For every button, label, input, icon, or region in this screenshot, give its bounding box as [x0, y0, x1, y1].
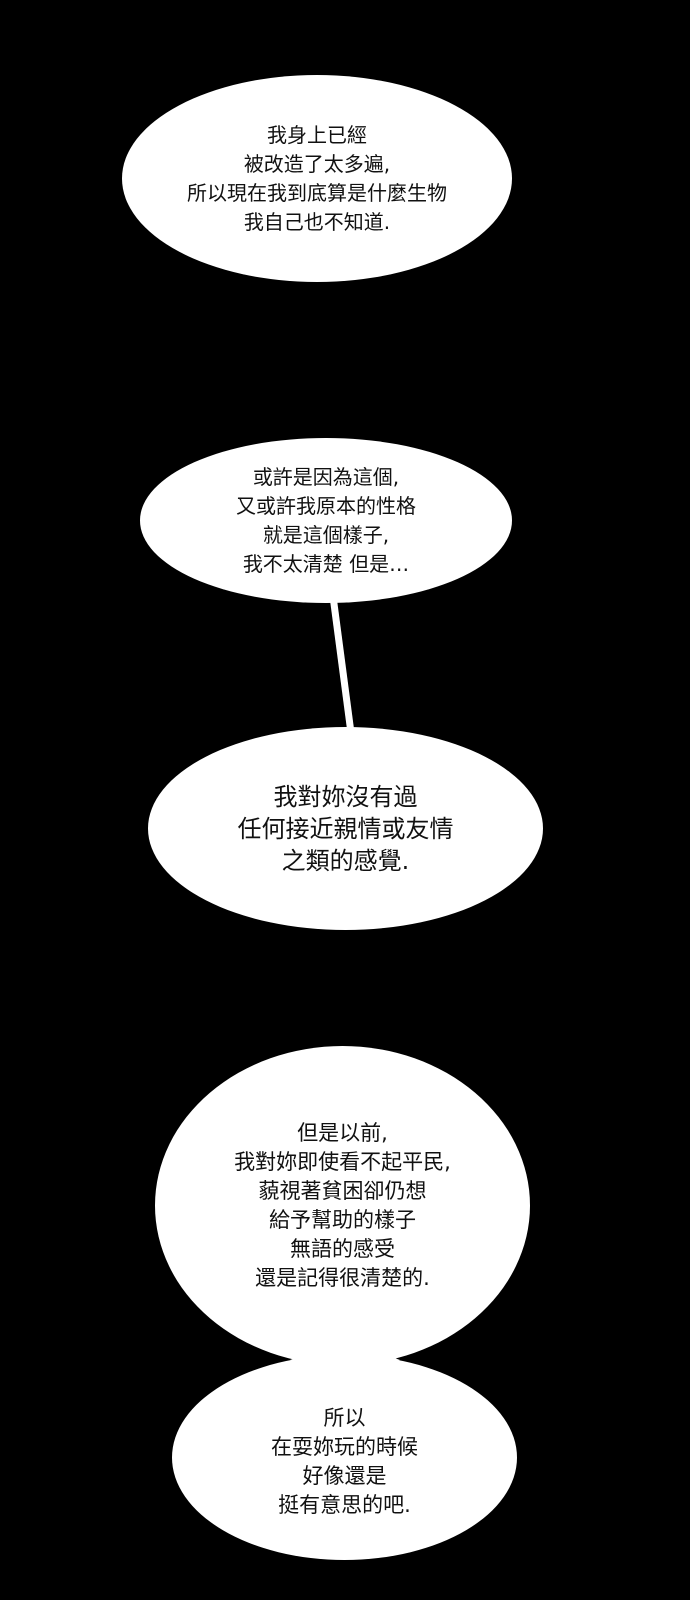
text-line: 之類的感覺. [281, 846, 410, 875]
text-line: 給予幫助的樣子 [269, 1207, 416, 1232]
text-line: 挺有意思的吧. [278, 1492, 411, 1517]
bubble-text: 但是以前, 我對妳即使看不起平民, 藐視著貧困卻仍想 給予幫助的樣子 無語的感受… [234, 1119, 451, 1293]
text-line: 我對妳沒有過 [273, 782, 418, 811]
speech-bubble-4: 但是以前, 我對妳即使看不起平民, 藐視著貧困卻仍想 給予幫助的樣子 無語的感受… [155, 1046, 530, 1365]
speech-bubble-2: 或許是因為這個, 又或許我原本的性格 就是這個樣子, 我不太清楚 但是… [140, 438, 512, 603]
text-line: 又或許我原本的性格 [236, 493, 416, 518]
text-line: 好像還是 [302, 1463, 387, 1488]
speech-bubble-5: 所以 在耍妳玩的時候 好像還是 挺有意思的吧. [172, 1355, 517, 1560]
bubble-text: 我身上已經 被改造了太多遍, 所以現在我到底算是什麼生物 我自己也不知道. [187, 121, 447, 237]
speech-bubble-1: 我身上已經 被改造了太多遍, 所以現在我到底算是什麼生物 我自己也不知道. [122, 75, 512, 282]
text-line: 無語的感受 [290, 1236, 395, 1261]
text-line: 所以現在我到底算是什麼生物 [187, 180, 447, 205]
bubble-tail-connector [330, 599, 354, 730]
text-line: 所以 [323, 1405, 366, 1430]
text-line: 但是以前, [297, 1120, 388, 1145]
text-line: 在耍妳玩的時候 [271, 1434, 418, 1459]
bubble-text: 所以 在耍妳玩的時候 好像還是 挺有意思的吧. [271, 1396, 418, 1520]
text-line: 任何接近親情或友情 [237, 814, 454, 843]
bubble-text: 我對妳沒有過 任何接近親情或友情 之類的感覺. [238, 781, 454, 877]
text-line: 藐視著貧困卻仍想 [258, 1178, 427, 1203]
text-line: 被改造了太多遍, [243, 151, 391, 176]
text-line: 或許是因為這個, [252, 464, 400, 489]
text-line: 我身上已經 [267, 122, 367, 147]
text-line: 我對妳即使看不起平民, [234, 1149, 451, 1174]
text-line: 我不太清楚 但是… [242, 551, 410, 576]
text-line: 我自己也不知道. [243, 209, 391, 234]
bubble-text: 或許是因為這個, 又或許我原本的性格 就是這個樣子, 我不太清楚 但是… [236, 463, 416, 579]
text-line: 還是記得很清楚的. [255, 1265, 430, 1290]
text-line: 就是這個樣子, [262, 522, 390, 547]
speech-bubble-3: 我對妳沒有過 任何接近親情或友情 之類的感覺. [148, 727, 543, 930]
